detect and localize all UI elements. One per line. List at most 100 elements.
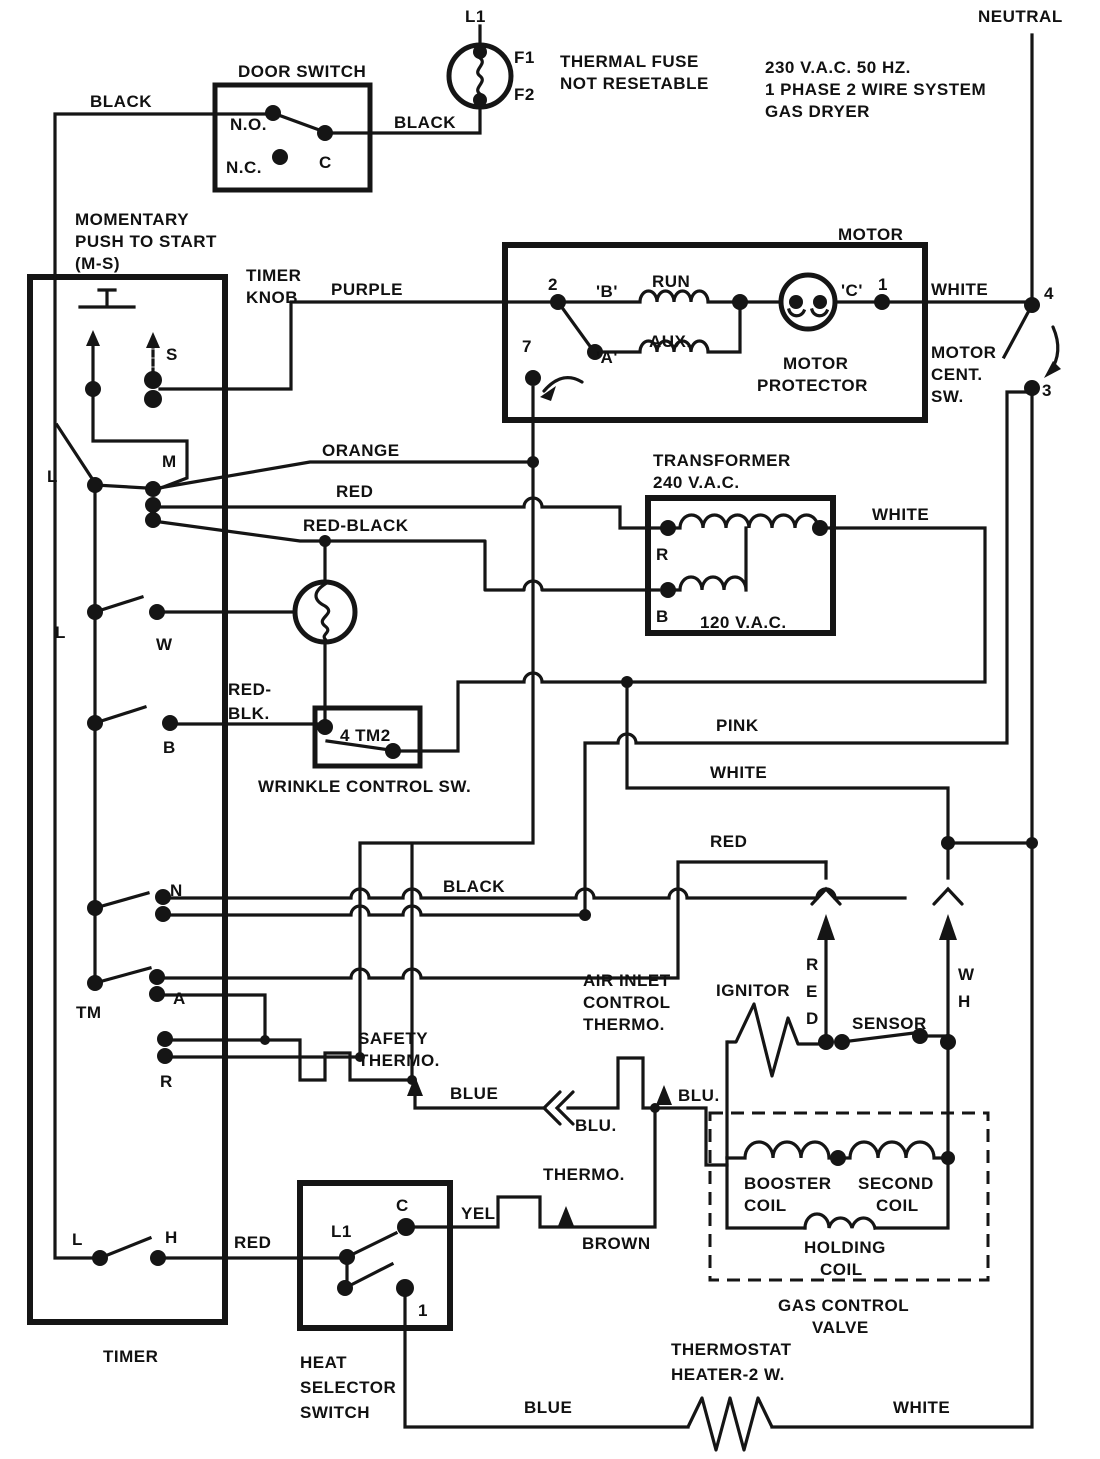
label-bot-h: H bbox=[165, 1228, 178, 1247]
terminal-dot bbox=[818, 1034, 834, 1050]
door-switch-blade bbox=[270, 110, 325, 134]
label-red-v2: E bbox=[806, 982, 818, 1001]
terminal-dot bbox=[145, 481, 161, 497]
terminal-dot bbox=[385, 743, 401, 759]
blue-disconnect-chevron bbox=[541, 1090, 575, 1126]
terminal-dot bbox=[1024, 297, 1040, 313]
label-gas-valve-2: VALVE bbox=[812, 1318, 869, 1337]
holding-coil bbox=[803, 1212, 877, 1230]
label-door-c: C bbox=[319, 153, 332, 172]
terminal-dot bbox=[525, 370, 541, 386]
label-motor-2: 2 bbox=[548, 275, 558, 294]
label-air-inlet-2: CONTROL bbox=[583, 993, 671, 1012]
terminal-dot bbox=[355, 1052, 365, 1062]
terminal-dot bbox=[87, 715, 103, 731]
label-red-v1: R bbox=[806, 955, 819, 974]
label-supply-3: GAS DRYER bbox=[765, 102, 870, 121]
label-momentary-1: MOMENTARY bbox=[75, 210, 189, 229]
label-heat-1: 1 bbox=[418, 1301, 428, 1320]
label-transformer-1: TRANSFORMER bbox=[653, 451, 791, 470]
fuse-to-door-wire bbox=[330, 106, 482, 135]
label-timer-knob-1: TIMER bbox=[246, 266, 301, 285]
label-door-no: N.O. bbox=[230, 115, 267, 134]
blade-l-h bbox=[97, 1235, 153, 1261]
terminal-dot bbox=[317, 125, 333, 141]
label-black-left: BLACK bbox=[90, 92, 152, 111]
label-contact-w: W bbox=[156, 635, 173, 654]
terminal-dot bbox=[789, 295, 803, 309]
label-pole-tm: TM bbox=[76, 1003, 102, 1022]
terminal-dot bbox=[265, 105, 281, 121]
label-door-switch: DOOR SWITCH bbox=[238, 62, 366, 81]
gas-control-valve-dashed-box bbox=[708, 1111, 990, 1282]
label-cent-4: 4 bbox=[1044, 284, 1054, 303]
sensor-switch bbox=[840, 1031, 950, 1044]
terminal-dot bbox=[162, 715, 178, 731]
label-thermal-fuse-2: NOT RESETABLE bbox=[560, 74, 709, 93]
label-trans-b: B bbox=[656, 607, 669, 626]
label-blu-right: BLU. bbox=[678, 1086, 720, 1105]
motor-cam-arrow bbox=[540, 386, 556, 401]
label-motor-c: 'C' bbox=[841, 281, 863, 300]
label-sensor: SENSOR bbox=[852, 1014, 927, 1033]
drum-light-symbol bbox=[292, 579, 358, 645]
terminal-dot bbox=[812, 520, 828, 536]
blade-b bbox=[92, 704, 148, 726]
label-red-wire: RED bbox=[336, 482, 373, 501]
lamp-filament bbox=[314, 581, 331, 642]
label-cent-3: 3 bbox=[1042, 381, 1052, 400]
label-white-trans: WHITE bbox=[872, 505, 929, 524]
terminal-dot bbox=[319, 535, 331, 547]
terminal-dot bbox=[149, 969, 165, 985]
black-main-wire bbox=[53, 112, 268, 1260]
label-heat-sel-3: SWITCH bbox=[300, 1403, 370, 1422]
motor-box bbox=[502, 242, 928, 423]
label-thermostat-2: HEATER-2 W. bbox=[671, 1365, 785, 1384]
heat-blade-upper bbox=[344, 1230, 399, 1260]
label-motor-1: 1 bbox=[878, 275, 888, 294]
terminal-dot bbox=[260, 1035, 270, 1045]
label-ignitor: IGNITOR bbox=[716, 981, 790, 1000]
label-momentary-2: PUSH TO START bbox=[75, 232, 217, 251]
terminal-dot bbox=[397, 1218, 415, 1236]
label-brown: BROWN bbox=[582, 1234, 651, 1253]
transformer-secondary bbox=[674, 526, 748, 592]
label-wh-v2: H bbox=[958, 992, 971, 1011]
label-thermostat-1: THERMOSTAT bbox=[671, 1340, 792, 1359]
terminal-dot bbox=[813, 295, 827, 309]
red-disconnect-chevron bbox=[810, 886, 842, 906]
label-motor: MOTOR bbox=[838, 225, 903, 244]
label-air-inlet-1: AIR INLET bbox=[583, 971, 671, 990]
brown-connector-arrow bbox=[558, 1206, 574, 1226]
n-top-wire bbox=[161, 887, 907, 900]
label-booster-1: BOOSTER bbox=[744, 1174, 832, 1193]
label-yel: YEL bbox=[461, 1204, 496, 1223]
label-air-inlet-3: THERMO. bbox=[583, 1015, 665, 1034]
terminal-dot bbox=[92, 1250, 108, 1266]
a-bottom-wire bbox=[155, 993, 267, 1042]
label-fuse-f2: F2 bbox=[514, 85, 535, 104]
purple-wire bbox=[158, 300, 554, 391]
terminal-dot bbox=[272, 149, 288, 165]
label-heat-sel-1: HEAT bbox=[300, 1353, 347, 1372]
push-arrow-right-head bbox=[146, 332, 160, 348]
label-red-v3: D bbox=[806, 1009, 819, 1028]
terminal-dot bbox=[660, 582, 676, 598]
blue-bottom-wire bbox=[403, 1293, 690, 1429]
terminal-dot bbox=[621, 676, 633, 688]
terminal-dot bbox=[579, 909, 591, 921]
white-mid-wire bbox=[625, 680, 1034, 845]
label-door-nc: N.C. bbox=[226, 158, 262, 177]
fuse-element bbox=[476, 55, 484, 97]
component-boxes bbox=[27, 82, 990, 1331]
terminal-dot bbox=[473, 93, 487, 107]
terminal-dot bbox=[339, 1249, 355, 1265]
wrinkle-blade bbox=[325, 739, 392, 752]
label-black-mid: BLACK bbox=[443, 877, 505, 896]
label-purple: PURPLE bbox=[331, 280, 403, 299]
label-momentary-3: (M-S) bbox=[75, 254, 120, 273]
label-blu-left: BLU. bbox=[575, 1116, 617, 1135]
terminal-dot bbox=[527, 456, 539, 468]
